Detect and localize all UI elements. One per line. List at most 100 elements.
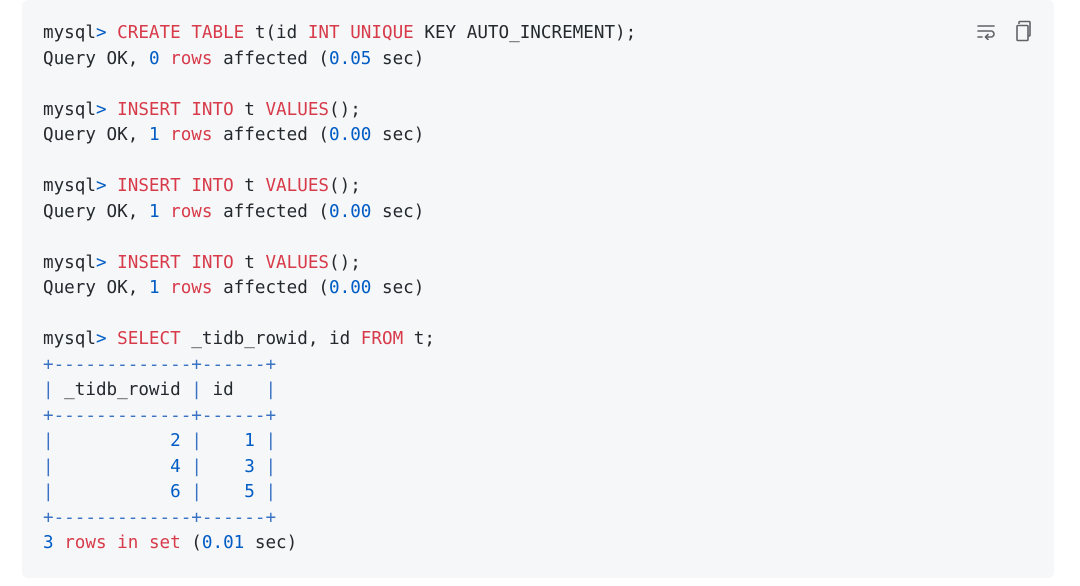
code-token [255,482,266,502]
code-token: 1 [148,125,160,145]
code-line: Query OK, 1 rows affected (0.00 sec) [43,123,636,149]
code-token: | [265,431,277,451]
code-token: rows [170,278,213,298]
code-line: +-------------+------+ [43,404,636,430]
code-token: affected ( [212,278,330,298]
code-line: Query OK, 1 rows affected (0.00 sec) [43,200,636,226]
code-token: Query OK, [43,201,149,222]
code-token: sec) [371,201,425,222]
code-token: VALUES [265,176,330,196]
code-token: | [43,380,54,400]
code-token: 3 [244,456,255,477]
code-token [202,482,244,502]
code-token [160,202,171,222]
code-line: mysql> CREATE TABLE t(id INT UNIQUE KEY … [43,21,636,47]
code-token: 2 [170,431,181,451]
code-token [54,431,171,451]
code-token: INT [307,23,340,43]
code-token [138,533,149,553]
code-token: rows [64,533,107,553]
code-token: 0 [148,48,160,69]
code-token: FROM [360,329,404,349]
code-line [43,225,636,251]
copy-button[interactable] [1012,18,1036,44]
code-token: UNIQUE [350,23,414,43]
code-token: Query OK, [43,48,149,69]
code-toolbar [974,18,1036,44]
code-token: 5 [244,482,255,502]
code-token: INTO [191,176,234,196]
code-line: mysql> INSERT INTO t VALUES(); [43,251,636,277]
code-token: 0.01 [201,533,245,553]
code-token: t(id [244,23,308,43]
code-line: | 6 | 5 | [43,480,636,506]
code-token [255,431,266,451]
code-token: 3 [43,533,54,553]
code-token [181,23,192,43]
code-token: (); [329,252,361,273]
code-token [107,176,118,196]
code-token: | [43,482,54,502]
code-token: id [201,380,266,400]
code-token: t [233,252,266,273]
code-token: | [43,456,54,477]
code-token: KEY AUTO_INCREMENT); [413,23,637,43]
code-token: INTO [191,99,234,120]
code-token: 0.00 [329,201,372,222]
code-token: > [95,252,107,273]
code-line: | 2 | 1 | [43,429,636,455]
code-token: | [265,380,277,400]
code-token [107,253,118,273]
code-token [255,457,266,477]
code-token: +-------------+------+ [43,354,277,375]
code-token [160,278,171,298]
code-token: _tidb_rowid [53,380,192,400]
code-line: Query OK, 1 rows affected (0.00 sec) [43,276,636,302]
code-token [202,431,244,451]
code-token [54,533,65,553]
code-token: +-------------+------+ [43,405,277,426]
code-token: INSERT [117,252,181,273]
code-token: ( [180,533,202,553]
code-token: VALUES [265,252,330,273]
code-token: (); [329,176,361,196]
copy-icon [1016,20,1031,42]
wrap-lines-button[interactable] [974,18,998,44]
code-token [181,482,192,502]
code-token: t; [403,329,435,349]
code-token: | [191,456,202,477]
code-token [107,329,118,349]
code-token: in [117,533,139,553]
code-token: 6 [170,482,181,502]
code-token: > [95,176,107,196]
code-token: rows [170,201,213,222]
code-content: mysql> CREATE TABLE t(id INT UNIQUE KEY … [43,21,636,557]
code-line [43,302,636,328]
code-token: mysql [43,329,96,349]
code-line: mysql> INSERT INTO t VALUES(); [43,174,636,200]
code-token: | [191,380,202,400]
code-line [43,149,636,175]
code-line: +-------------+------+ [43,506,636,532]
code-block: mysql> CREATE TABLE t(id INT UNIQUE KEY … [22,0,1054,578]
code-token: | [265,482,277,502]
code-token: affected ( [212,125,330,145]
code-token: Query OK, [43,125,149,145]
code-token: > [95,329,107,349]
code-line: Query OK, 0 rows affected (0.05 sec) [43,47,636,73]
code-token: t [233,99,266,120]
code-token [181,457,192,477]
code-token: INSERT [117,99,181,120]
code-token: rows [170,48,213,69]
code-token: TABLE [191,23,245,43]
code-line: mysql> INSERT INTO t VALUES(); [43,98,636,124]
code-token [340,23,351,43]
code-line: mysql> SELECT _tidb_rowid, id FROM t; [43,327,636,353]
code-token: sec) [371,125,425,145]
code-token: | [43,431,54,451]
code-token: sec) [371,278,425,298]
code-token: 0.05 [329,48,372,69]
code-token [107,23,118,43]
code-token: affected ( [212,48,330,69]
code-token: 0.00 [329,125,372,145]
